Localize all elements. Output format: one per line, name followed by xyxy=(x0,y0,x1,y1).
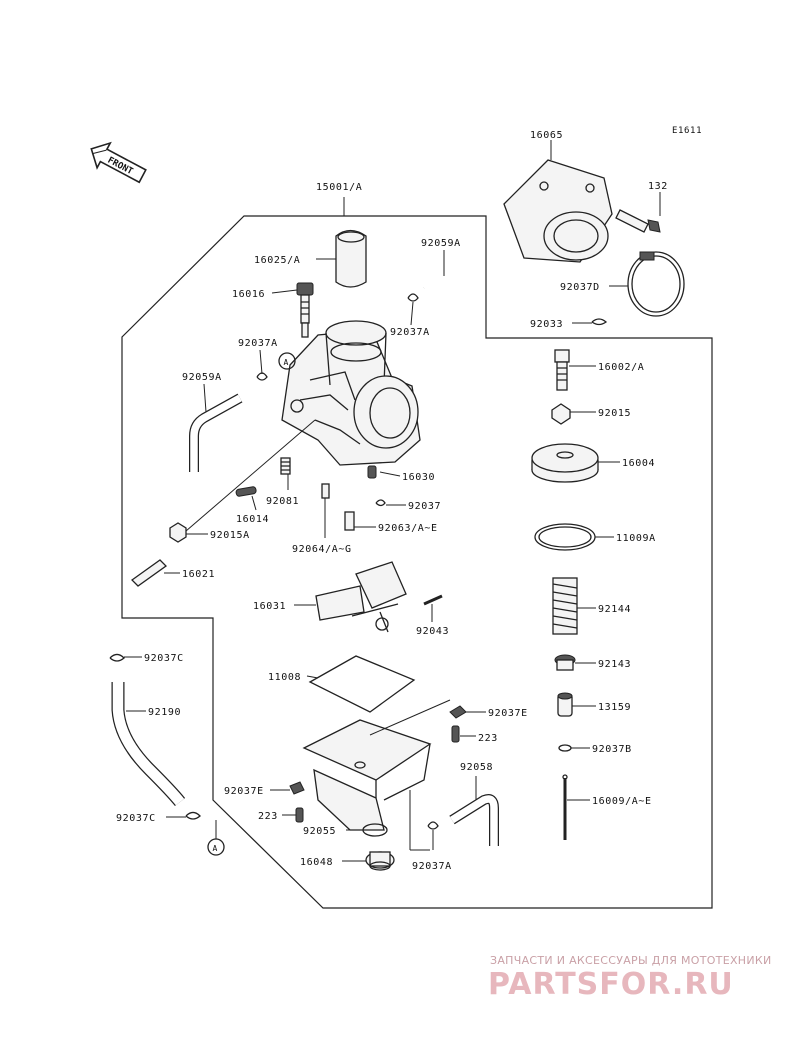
part-label: 15001/A xyxy=(316,182,362,193)
nut-92015-shape xyxy=(551,403,571,425)
part-label: 16048 xyxy=(300,857,333,868)
jet-92064-shape xyxy=(321,483,330,499)
front-arrow-icon: FRONT xyxy=(90,141,147,184)
part-labels: 15001/A 16025/A 16016 92059A 92037A 9203… xyxy=(116,130,668,872)
clip-92037a-bot-shape xyxy=(427,821,439,830)
clip-92037c-bot-shape xyxy=(185,811,201,820)
plug-16048-shape xyxy=(365,851,395,871)
vent-tube-left-shape xyxy=(189,393,243,472)
part-label: 16030 xyxy=(402,472,435,483)
callout-a-bottom-label: A xyxy=(213,844,218,853)
cap-screw-16002-shape xyxy=(554,349,570,391)
carburetor-body-shape xyxy=(281,320,421,466)
clip-92037e-right-shape xyxy=(449,705,467,719)
clip-92033-shape xyxy=(591,318,608,326)
holder-92143-shape xyxy=(554,654,576,671)
top-cap-16004-shape xyxy=(531,443,599,483)
part-label: 11008 xyxy=(268,672,301,683)
part-label: 92015A xyxy=(210,530,250,541)
needle-clip-13159-shape xyxy=(557,692,573,717)
clip-92037-shape xyxy=(375,499,386,507)
clip-92037c-top-shape xyxy=(109,653,125,662)
part-label: 132 xyxy=(648,181,668,192)
clip-92037e-left-shape xyxy=(289,781,305,795)
part-label: 11009A xyxy=(616,533,656,544)
part-label: 92037B xyxy=(592,744,632,755)
part-label: 92037C xyxy=(116,813,156,824)
part-label: 92037A xyxy=(238,338,278,349)
part-label: 16004 xyxy=(622,458,655,469)
pilot-jet-16030-shape xyxy=(367,465,377,479)
assembly-frame xyxy=(121,215,713,909)
clamp-92037d-shape xyxy=(627,251,685,317)
clip-92037b-shape xyxy=(558,744,572,752)
leader-lines xyxy=(124,140,661,862)
part-label: 16009/A~E xyxy=(592,796,652,807)
screw-16014-shape xyxy=(235,486,257,497)
gasket-11008-shape xyxy=(308,655,416,713)
part-label: 223 xyxy=(478,733,498,744)
part-label: 92043 xyxy=(416,626,449,637)
watermark-brand: PARTSFOR.RU xyxy=(488,967,734,1002)
clip-92037a-top-shape xyxy=(407,293,419,302)
spring-92144-shape xyxy=(552,577,578,635)
tube-92058-shape xyxy=(449,794,499,846)
callout-a-bottom: A xyxy=(207,838,225,856)
intake-holder-16065-shape xyxy=(503,159,613,263)
part-label: 16031 xyxy=(253,601,286,612)
part-label: 16014 xyxy=(236,514,269,525)
o-ring-11009a-shape xyxy=(534,523,596,551)
part-label: 92144 xyxy=(598,604,631,615)
idle-screw-shape xyxy=(296,282,314,338)
bolt-132-shape xyxy=(615,209,661,233)
part-label: 92037E xyxy=(224,786,264,797)
part-label: 92055 xyxy=(303,826,336,837)
watermark: ЗАПЧАСТИ И АКСЕССУАРЫ ДЛЯ МОТОТЕХНИКИ PA… xyxy=(488,954,772,1002)
part-label: 13159 xyxy=(598,702,631,713)
part-label: 92058 xyxy=(460,762,493,773)
float-bowl-shape xyxy=(302,719,432,831)
drain-hose-92190-shape xyxy=(111,682,186,807)
part-label: 92033 xyxy=(530,319,563,330)
screw-16021-shape xyxy=(130,559,168,587)
callout-a-top: A xyxy=(278,352,296,370)
nut-92015a-shape xyxy=(169,522,187,543)
screw-223-left-shape xyxy=(295,807,304,823)
part-label: 92063/A~E xyxy=(378,523,438,534)
needle-16009-shape xyxy=(562,774,568,840)
callout-a-top-label: A xyxy=(284,358,289,367)
vent-tube-top-shape xyxy=(422,265,470,318)
part-label: 92064/A~G xyxy=(292,544,352,555)
part-label: 92037D xyxy=(560,282,600,293)
part-label: 92037 xyxy=(408,501,441,512)
part-label: 92015 xyxy=(598,408,631,419)
part-label: 92143 xyxy=(598,659,631,670)
pin-92043-shape xyxy=(423,594,443,606)
part-label: 92037A xyxy=(412,861,452,872)
part-label: 92037C xyxy=(144,653,184,664)
float-16031-shape xyxy=(315,561,407,633)
part-label: 92037A xyxy=(390,327,430,338)
part-label: 92190 xyxy=(148,707,181,718)
part-label: 16065 xyxy=(530,130,563,141)
clip-92037a-left-shape xyxy=(256,372,268,381)
part-label: 92081 xyxy=(266,496,299,507)
part-label: 16025/A xyxy=(254,255,300,266)
watermark-tagline: ЗАПЧАСТИ И АКСЕССУАРЫ ДЛЯ МОТОТЕХНИКИ xyxy=(490,954,772,967)
jet-92063-shape xyxy=(344,511,355,531)
part-label: 92059A xyxy=(182,372,222,383)
part-label: 92037E xyxy=(488,708,528,719)
part-label: 223 xyxy=(258,811,278,822)
part-label: 92059A xyxy=(421,238,461,249)
reference-code: E1611 xyxy=(672,126,702,136)
throttle-valve-shape xyxy=(335,229,367,288)
part-label: 16002/A xyxy=(598,362,644,373)
part-label: 16021 xyxy=(182,569,215,580)
part-label: 16016 xyxy=(232,289,265,300)
screw-223-right-shape xyxy=(451,725,460,743)
